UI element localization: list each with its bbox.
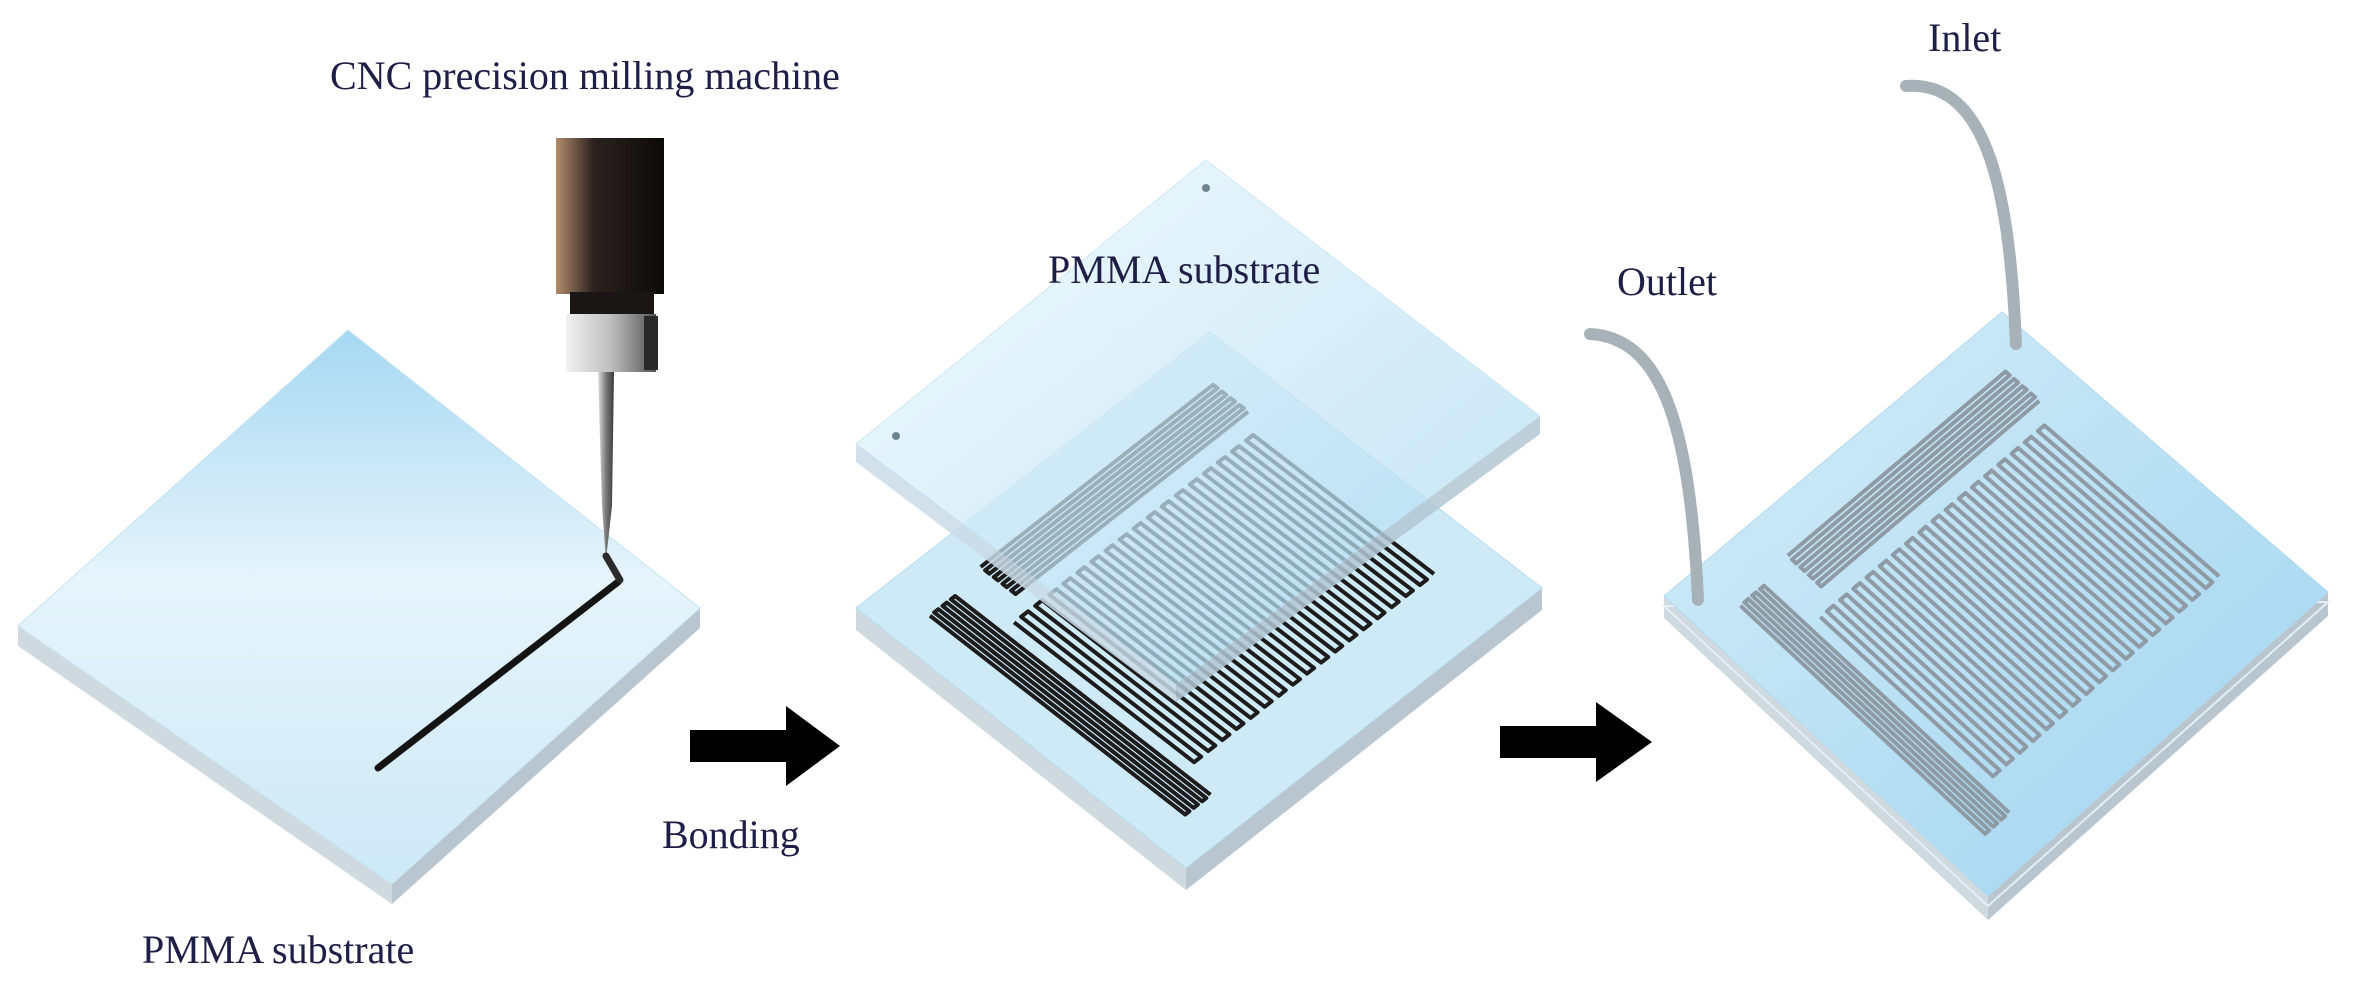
chip-side-right xyxy=(1988,592,2328,920)
spindle-collar xyxy=(570,292,654,314)
spindle-body xyxy=(556,138,664,294)
channel-serpentine-filled xyxy=(1739,369,2221,836)
collet xyxy=(566,314,656,372)
outlet-label: Outlet xyxy=(1617,259,1717,304)
pmma-substrate-label-top: PMMA substrate xyxy=(1048,247,1321,292)
channel-main-block xyxy=(1818,423,2221,779)
collet-ring xyxy=(644,316,658,370)
outlet-tube xyxy=(1584,328,1704,606)
step1-milling-plate xyxy=(17,329,701,904)
cnc-milling-tool-icon xyxy=(556,138,664,584)
pmma-substrate-label-bottom: PMMA substrate xyxy=(142,927,415,972)
plate1-top xyxy=(17,329,701,885)
inlet-hole-1 xyxy=(1202,184,1210,192)
bonding-label: Bonding xyxy=(662,812,800,857)
plate2-upper-top xyxy=(855,159,1541,685)
plate1-side-left xyxy=(18,626,392,904)
plate1-side-right xyxy=(392,608,700,904)
inlet-tube xyxy=(1900,79,2022,350)
milled-groove xyxy=(374,578,622,772)
bit-shank xyxy=(598,372,614,560)
channel-edge-rows xyxy=(1739,583,2011,836)
channel-edge-rows xyxy=(928,594,1212,817)
inlet-label: Inlet xyxy=(1928,15,2002,60)
chip-top xyxy=(1663,311,2329,897)
plate2-upper-side-right xyxy=(1176,416,1540,702)
bit-tip-link xyxy=(602,552,624,584)
plate2-lower-side-left xyxy=(856,608,1186,890)
right-arrow-icon xyxy=(690,706,840,786)
step2-bonding-plates xyxy=(855,159,1543,890)
step3-bonded-chip xyxy=(1584,79,2331,920)
inlet-hole-2 xyxy=(892,432,900,440)
plate2-lower-side-right xyxy=(1186,588,1542,890)
plate2-upper-side-left xyxy=(856,444,1176,702)
chip-side-left xyxy=(1664,596,1988,920)
channel-far-rows xyxy=(1786,369,2041,589)
right-arrow-icon xyxy=(1500,702,1652,782)
cnc-machine-label: CNC precision milling machine xyxy=(330,53,840,98)
